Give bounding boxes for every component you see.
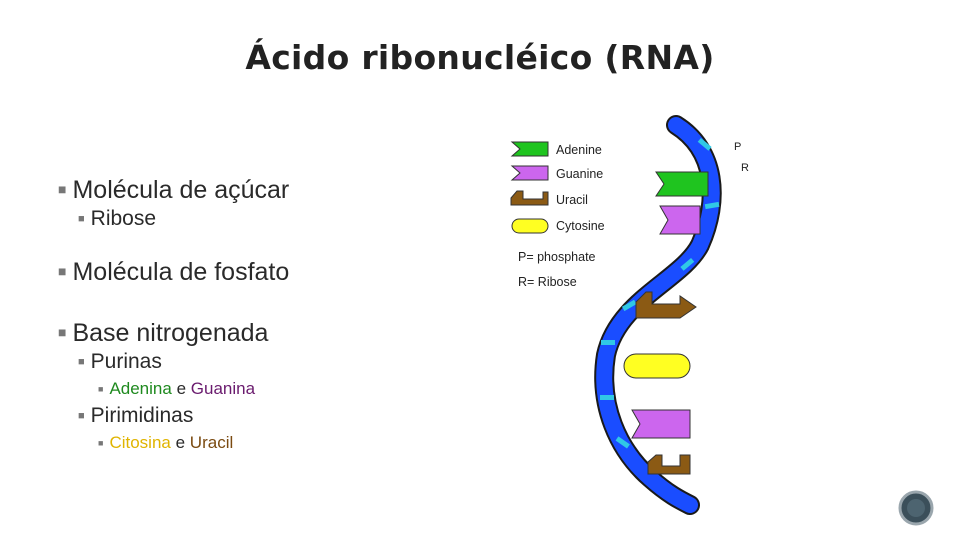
bullet-ribose-text: Ribose (90, 207, 157, 230)
bullet-base: ■ Base nitrogenada (58, 319, 268, 348)
r-label: R (741, 162, 749, 174)
slide-title: Ácido ribonucléico (RNA) (245, 38, 715, 77)
bullet-purinas: ■ Purinas (78, 350, 162, 374)
bullet-ribose: ■ Ribose (78, 207, 156, 231)
base-guanine (631, 409, 691, 439)
join-text: e (176, 379, 187, 398)
legend-uracil-swatch (510, 190, 549, 206)
legend-cytosine-swatch (511, 218, 549, 234)
bullet-purinas-list: ■ Adenina e Guanina (98, 379, 255, 399)
legend-ribose-label: R= Ribose (518, 275, 577, 289)
bullet-marker-icon: ■ (58, 181, 67, 197)
phosphate-markers (600, 137, 720, 449)
legend-cytosine-label: Cytosine (556, 219, 605, 233)
uracil-text: Uracil (189, 433, 234, 452)
phosphate-marker (697, 137, 712, 151)
legend-adenine-swatch (510, 141, 549, 157)
nav-circle-icon[interactable] (898, 490, 934, 526)
base-cytosine (623, 353, 691, 379)
bullet-base-text: Base nitrogenada (72, 319, 269, 347)
bullet-purinas-text: Purinas (90, 350, 162, 373)
base-adenine (655, 171, 709, 197)
bullet-fosfato-text: Molécula de fosfato (72, 258, 290, 286)
legend-guanine-swatch (510, 165, 549, 181)
bullet-marker-icon: ■ (58, 263, 67, 279)
phosphate-marker (615, 436, 630, 449)
join-text: e (175, 433, 186, 452)
bullet-marker-icon: ■ (98, 438, 104, 448)
adenina-text: Adenina (109, 379, 172, 398)
phosphate-marker (621, 299, 637, 312)
base-uracil (647, 454, 691, 475)
bullet-marker-icon: ■ (98, 384, 104, 394)
phosphate-marker (704, 201, 720, 210)
bullet-marker-icon: ■ (58, 324, 67, 340)
legend-phosphate-label: P= phosphate (518, 250, 596, 264)
bullet-acucar-text: Molécula de açúcar (72, 176, 290, 204)
bullet-marker-icon: ■ (78, 213, 85, 225)
guanina-text: Guanina (190, 379, 256, 398)
legend: Adenine Guanine Uracil Cytosine P= phosp… (510, 141, 605, 289)
bullet-pirimidinas-list: ■ Citosina e Uracil (98, 433, 233, 453)
phosphate-marker (600, 395, 614, 400)
p-label: P (734, 141, 741, 153)
bullet-fosfato: ■ Molécula de fosfato (58, 258, 289, 287)
bullet-pirimidinas-text: Pirimidinas (90, 404, 194, 427)
bullet-marker-icon: ■ (78, 410, 85, 422)
bullet-acucar: ■ Molécula de açúcar (58, 176, 289, 205)
legend-guanine-label: Guanine (556, 167, 603, 181)
base-guanine (659, 205, 701, 235)
legend-uracil-label: Uracil (556, 193, 588, 207)
citosina-text: Citosina (109, 433, 171, 452)
base-uracil (635, 291, 697, 319)
phosphate-marker (680, 257, 695, 271)
rna-backbone-fill (596, 117, 720, 513)
bullet-marker-icon: ■ (78, 356, 85, 368)
bullet-pirimidinas: ■ Pirimidinas (78, 404, 193, 428)
legend-adenine-label: Adenine (556, 143, 602, 157)
phosphate-marker (601, 340, 615, 345)
